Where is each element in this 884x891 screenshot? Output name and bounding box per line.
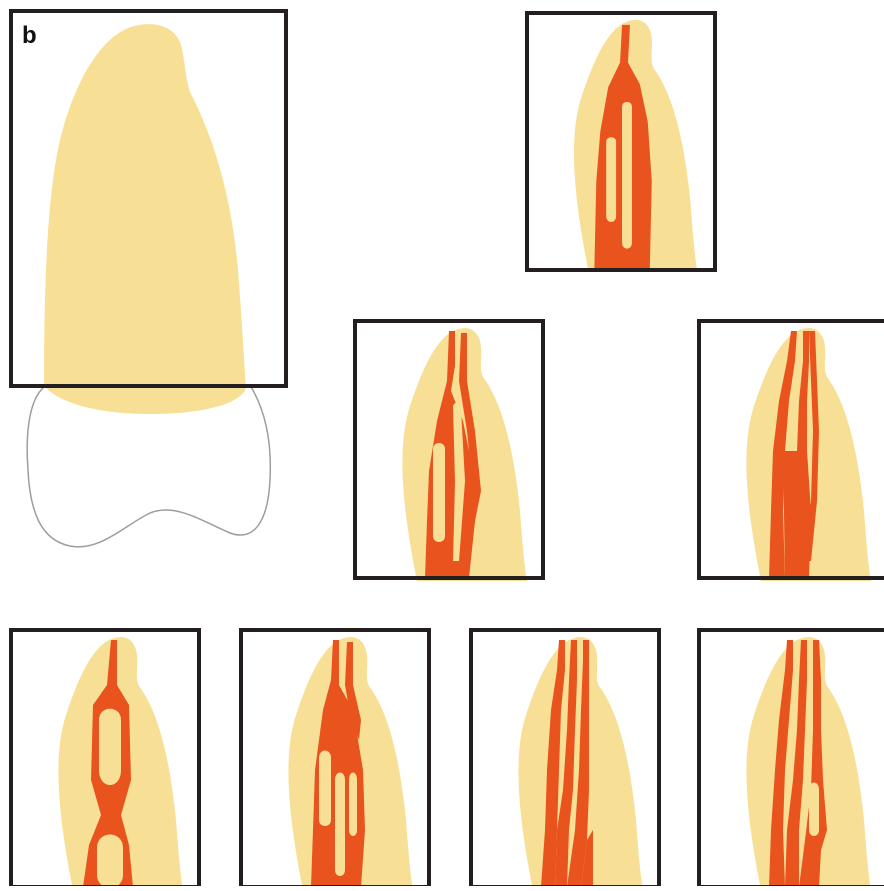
canal-panel-2 — [355, 321, 543, 581]
canal-panel-5 — [241, 630, 429, 886]
panel-label: b — [22, 24, 37, 48]
canal-panel-3 — [699, 321, 884, 581]
canal-panel-7 — [699, 630, 884, 886]
overview-tooth — [11, 11, 286, 547]
root-body — [44, 24, 246, 414]
canal-panel-4 — [11, 630, 199, 886]
canal-panel-6 — [471, 630, 659, 886]
canal-panel-1 — [527, 13, 715, 270]
